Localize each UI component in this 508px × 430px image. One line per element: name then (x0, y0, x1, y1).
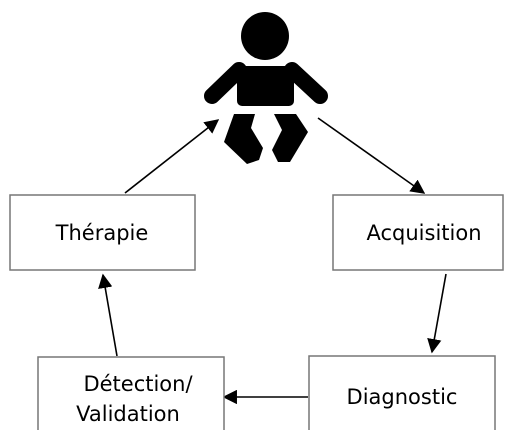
edge-detection-to-therapie (98, 273, 118, 357)
node-therapie: Thérapie (9, 194, 196, 271)
edge-acquisition-to-diagnostic (427, 273, 447, 354)
node-therapie-label: Thérapie (55, 221, 149, 245)
node-acquisition: Acquisition (332, 194, 504, 271)
node-diagnostic-label: Diagnostic (347, 385, 458, 409)
edge-therapie-to-baby (124, 119, 220, 194)
node-diagnostic: Diagnostic (308, 355, 496, 430)
baby-icon (204, 12, 328, 164)
node-detection-label-line2: Validation (76, 402, 180, 426)
node-detection-validation: Détection/ Validation (37, 356, 225, 430)
edge-baby-to-acquisition (317, 117, 426, 194)
node-detection-label-line1: Détection/ (83, 372, 193, 396)
node-acquisition-label: Acquisition (366, 221, 481, 245)
